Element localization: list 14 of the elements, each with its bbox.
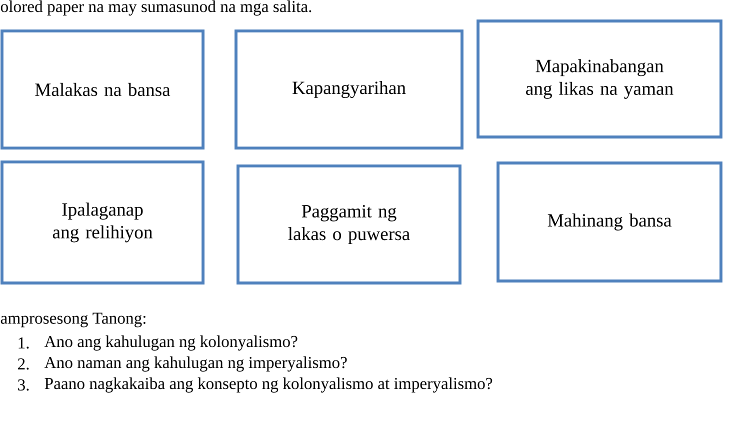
question-text: Paano nagkakaiba ang konsepto ng kolonyalismo at imperyalismo?: [44, 377, 492, 393]
word-card: Mahinang bansa: [496, 162, 722, 282]
word-card: Malakas na bansa: [0, 30, 204, 150]
word-card: Paggamit ng lakas o puwersa: [236, 164, 462, 284]
list-number: 2.: [18, 358, 29, 370]
list-number: 1.: [18, 337, 29, 349]
word-card: Kapangyarihan: [234, 30, 464, 150]
instruction-text: olored paper na may sumasunod na mga salita.: [0, 0, 312, 16]
question-text: Ano ang kahulugan ng kolonyalismo?: [44, 335, 298, 351]
word-card: Ipalaganap ang relihiyon: [0, 160, 204, 284]
word-card: Mapakinabangan ang likas na yaman: [476, 20, 722, 138]
list-number: 3.: [18, 379, 29, 391]
question-text: Ano naman ang kahulugan ng imperyalismo?: [44, 356, 347, 372]
heading-text: amprosesong Tanong:: [0, 312, 146, 328]
